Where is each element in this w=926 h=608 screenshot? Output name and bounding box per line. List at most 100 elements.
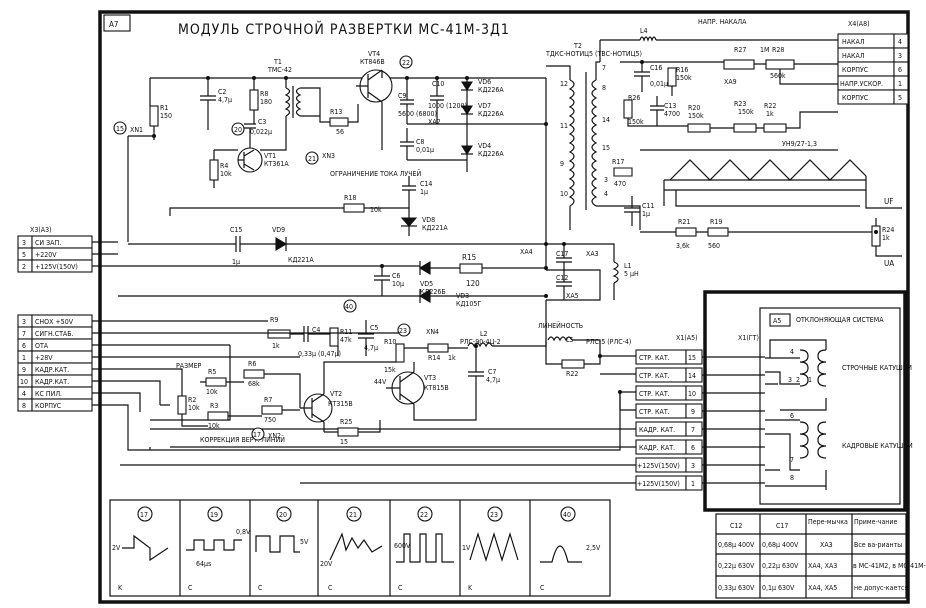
r13-resistor xyxy=(329,117,349,127)
x4-pin-label: НАКАЛ xyxy=(842,38,865,46)
r15-resistor xyxy=(459,263,483,274)
t2-pin-9: 9 xyxy=(560,160,564,168)
linearity-label: ЛИНЕЙНОСТЬ xyxy=(538,321,583,330)
deflection-inner-frame xyxy=(759,307,901,505)
multiplier-label: УН9/27-1,3 xyxy=(782,140,817,148)
r28-resistor xyxy=(765,59,795,70)
r25-value: 15 xyxy=(340,438,348,446)
r26-resistor xyxy=(623,99,633,119)
tp-15 xyxy=(113,121,127,135)
filament-wire xyxy=(599,39,838,62)
l4-label: L4 xyxy=(640,27,648,35)
tp-23-label: 23 xyxy=(399,327,407,335)
x1-left-wires xyxy=(120,373,636,484)
x1-name: X1(A5) xyxy=(676,334,698,342)
c4-label: C4 xyxy=(312,326,320,334)
r1-label: R1 xyxy=(160,104,168,112)
l2-label: L2 xyxy=(480,330,488,338)
vd3-type: КД105Г xyxy=(456,300,481,308)
x3-pin-label: ОТА xyxy=(35,342,49,350)
r19-label: R19 xyxy=(710,218,722,226)
c10-value: 1000 (1200) xyxy=(428,102,467,110)
vt1-pins xyxy=(238,149,255,171)
l1-label: L1 xyxy=(624,262,632,270)
t2-pin-10: 10 xyxy=(560,190,568,198)
variant-cell: 0,22μ 630V xyxy=(762,562,799,570)
vd5-diode xyxy=(418,261,431,275)
r4-wires xyxy=(213,149,238,188)
l5-label: L5 xyxy=(566,336,574,344)
l2-coil xyxy=(467,342,493,348)
xn2-label: XN2 xyxy=(268,432,281,440)
x1-pin-num: 1 xyxy=(691,480,695,488)
r22-resistor xyxy=(763,123,787,133)
variant-cell: 0,68μ 400V xyxy=(762,541,799,549)
wf-amp: 20V xyxy=(320,560,333,568)
r22b-resistor xyxy=(561,359,585,369)
x1-pin-label: СТР. КАТ. xyxy=(639,354,670,362)
x3-pin-num: 6 xyxy=(22,342,26,350)
wf-tp-badge xyxy=(560,506,576,522)
r20-value: 150k xyxy=(688,112,704,120)
r10-value: 15k xyxy=(384,366,396,374)
ua-wire xyxy=(875,218,902,257)
uf-wire xyxy=(865,176,902,209)
x4-pin-num: 1 xyxy=(898,80,902,88)
wf-amp: 600V xyxy=(394,542,411,550)
deflection-pin-3: 3 xyxy=(788,376,792,384)
x1-pin-label: +125V(150V) xyxy=(637,480,680,488)
vt2-label: VT2 xyxy=(330,390,342,398)
page-title: МОДУЛЬ СТРОЧНОЙ РАЗВЕРТКИ МС-41М-3Д1 xyxy=(178,20,510,38)
r22-label: R22 xyxy=(764,102,776,110)
x3-pin-label: КАДР.КАТ. xyxy=(35,366,69,374)
t1-type: ТМС-42 xyxy=(267,66,292,74)
wf-tp: 40 xyxy=(563,511,571,519)
x3-pin-label: +125V(150V) xyxy=(35,263,78,271)
x1-connector xyxy=(635,349,703,491)
x1-pin-num: 9 xyxy=(691,408,695,416)
vd7-diode xyxy=(461,105,473,116)
tp-22-label: 22 xyxy=(402,59,410,67)
t2-wires xyxy=(546,61,641,230)
t2-pin-3: 3 xyxy=(604,176,608,184)
r8-value: 180 xyxy=(260,98,272,106)
xn4-label: XN4 xyxy=(426,328,439,336)
l1-value: 5 μH xyxy=(624,270,639,278)
r7-label: R7 xyxy=(264,396,272,404)
tp-15-label: 15 xyxy=(116,125,124,133)
r14-resistor xyxy=(427,343,449,353)
c8-label: C8 xyxy=(416,138,424,146)
vd9-diode xyxy=(275,237,288,251)
x4-pin-num: 6 xyxy=(898,66,902,74)
r6-value: 68k xyxy=(248,380,260,388)
vd5-wires xyxy=(118,265,546,297)
t2-label: T2 xyxy=(573,42,582,50)
l1-coil xyxy=(612,261,619,284)
r2-label: R2 xyxy=(188,396,196,404)
beam-wires xyxy=(169,207,410,236)
wf-amp: 1V xyxy=(462,544,471,552)
r28-label: R28 xyxy=(772,46,784,54)
r6-resistor xyxy=(243,369,265,379)
c14-value: 1μ xyxy=(420,188,428,196)
wf-amp: 2V xyxy=(112,544,121,552)
c9-label: C9 xyxy=(398,92,406,100)
r9-value: 1k xyxy=(272,342,280,350)
c2-value: 4,7μ xyxy=(218,96,232,104)
wf-tp: 19 xyxy=(210,511,218,519)
deflection-pin-1: 1 xyxy=(808,376,812,384)
c3-value: 0,022μ xyxy=(250,128,272,136)
x3-pin-num: 9 xyxy=(22,366,26,374)
variant-cell: в МС-41М2, в МС-41М-3 xyxy=(853,562,926,570)
r1-resistor xyxy=(149,105,159,127)
vt4-label: VT4 xyxy=(368,50,380,58)
r17-label: R17 xyxy=(612,158,624,166)
bottom-left-wires xyxy=(118,356,621,451)
x3-pin-num: 3 xyxy=(22,318,26,326)
c2-cap xyxy=(200,78,216,130)
tp-21 xyxy=(305,151,319,165)
vt3-label: VT3 xyxy=(424,374,436,382)
wf-tp-badge xyxy=(207,506,223,522)
wf-tp: 22 xyxy=(420,511,428,519)
wf-22-trace xyxy=(396,533,454,563)
